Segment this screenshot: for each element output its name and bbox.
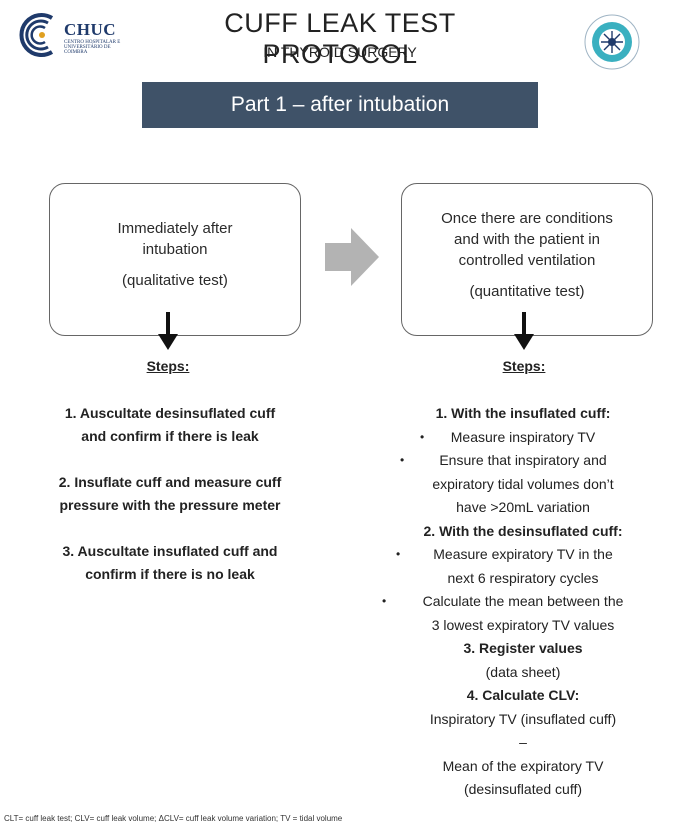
clv-formula-line3: (desinsuflated cuff) (463, 781, 583, 797)
right-box-line3: controlled ventilation (458, 252, 596, 269)
clv-formula-line2: Mean of the expiratory TV (442, 757, 604, 774)
right-steps-label: Steps: (502, 358, 546, 374)
chuc-logo-name: CHUC (64, 20, 117, 39)
step3-title: 3. Register values (463, 640, 583, 656)
list-item: • Measure inspiratory TV (420, 428, 596, 445)
list-item: • Ensure that inspiratory and expiratory… (400, 452, 614, 515)
clv-formula-line1: Inspiratory TV (insuflated cuff) (429, 710, 617, 727)
down-arrow-icon (514, 312, 534, 350)
chuc-logo: CHUC CENTRO HOSPITALAR E UNIVERSITÁRIO D… (18, 10, 138, 60)
society-logo (582, 12, 642, 72)
left-steps-label: Steps: (146, 358, 190, 374)
chuc-logo-icon (19, 13, 54, 57)
abbreviations-footer: CLT= cuff leak test; CLV= cuff leak volu… (4, 814, 343, 823)
list-item: 1. Auscultate desinsuflated cuff and con… (64, 405, 276, 444)
right-arrow-icon (325, 228, 379, 286)
step4-title: 4. Calculate CLV: (466, 687, 580, 703)
list-item: • Calculate the mean between the 3 lowes… (382, 593, 624, 633)
step2-title: 2. With the desinsuflated cuff: (423, 522, 623, 539)
left-steps-list: 1. Auscultate desinsuflated cuff and con… (20, 402, 320, 609)
down-arrow-icon (158, 312, 178, 350)
right-box-line2: and with the patient in (454, 231, 600, 248)
page-title: CUFF LEAK TEST PROTOCOL (224, 8, 456, 69)
page-subtitle: IN THYROID SURGERY (263, 44, 417, 60)
clv-formula-minus: – (519, 734, 527, 750)
controlled-ventilation-box: Once there are conditions and with the p… (401, 183, 653, 336)
left-box-line2: intubation (142, 241, 208, 258)
right-steps-list: 1. With the insuflated cuff: • Measure i… (370, 402, 676, 802)
chuc-logo-subtext: CENTRO HOSPITALAR E UNIVERSITÁRIO DE COI… (64, 40, 121, 55)
list-item: 3. Auscultate insuflated cuff and confir… (62, 543, 278, 582)
part-banner: Part 1 – after intubation (142, 82, 538, 128)
right-box-line1: Once there are conditions (441, 210, 613, 227)
left-box-note: (qualitative test) (122, 272, 228, 289)
step1-title: 1. With the insuflated cuff: (435, 405, 611, 421)
society-seal-icon (584, 14, 640, 70)
list-item: 2. Insuflate cuff and measure cuff press… (58, 474, 282, 513)
left-box-line1: Immediately after (117, 220, 233, 237)
right-box-note: (quantitative test) (469, 283, 585, 300)
list-item: • Measure expiratory TV in the next 6 re… (396, 546, 613, 586)
step3-sub: (data sheet) (485, 663, 561, 680)
